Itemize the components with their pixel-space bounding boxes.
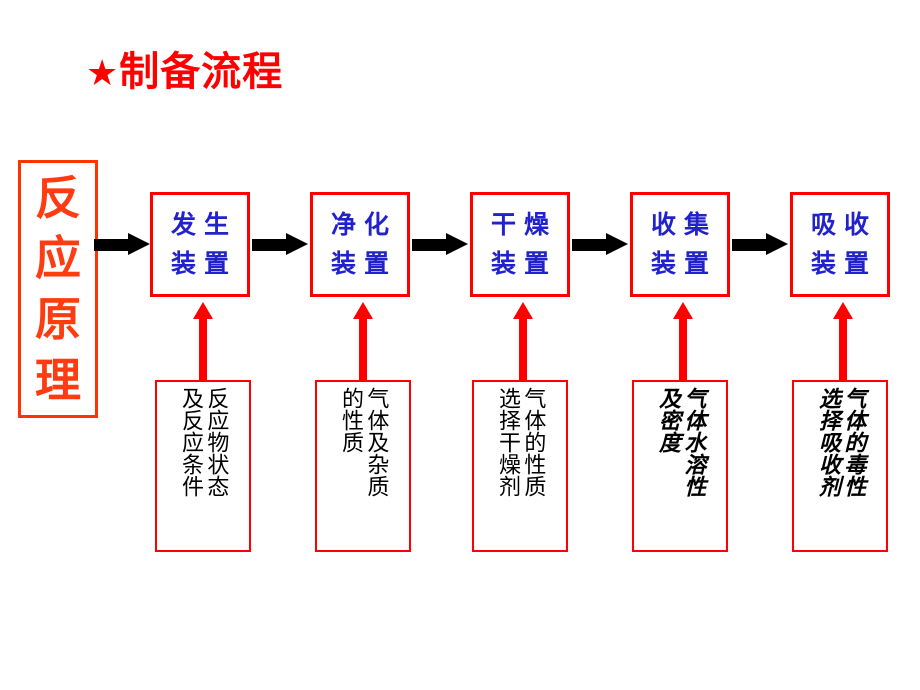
arrow-shaft <box>199 316 207 380</box>
note-box-purification[interactable]: 气体及杂质 的性质 <box>315 380 411 552</box>
stage-line-1: 吸收 <box>810 209 877 239</box>
stage-line-1: 发生 <box>170 209 237 239</box>
star-icon: ★ <box>86 53 120 94</box>
note-column-left: 及密度 <box>655 387 681 453</box>
stage-box-generation[interactable]: 发生 装置 <box>150 192 250 297</box>
arrow-shaft <box>572 239 610 251</box>
flow-arrow-4 <box>572 233 628 255</box>
arrow-head-icon <box>353 302 373 319</box>
arrow-head-icon <box>833 302 853 319</box>
note-arrow-1 <box>191 302 215 380</box>
note-column-right: 气体的性质 <box>520 387 546 497</box>
reaction-principle-label: 反 应 原 理 <box>35 170 81 407</box>
arrow-shaft <box>252 239 290 251</box>
arrow-shaft <box>679 316 687 380</box>
stage-line-2: 装置 <box>170 248 237 278</box>
stage-line-2: 装置 <box>330 248 397 278</box>
arrow-head-icon <box>128 233 150 255</box>
page-title: ★制备流程 <box>86 52 283 92</box>
note-column-right: 反应物状态 <box>203 387 229 497</box>
page-title-text: 制备流程 <box>119 49 284 95</box>
flow-arrow-5 <box>732 233 788 255</box>
stage-line-2: 装置 <box>650 248 717 278</box>
note-box-absorption[interactable]: 气体的毒性 选择吸收剂 <box>792 380 888 552</box>
stage-box-purification[interactable]: 净化 装置 <box>310 192 410 297</box>
arrow-head-icon <box>446 233 468 255</box>
note-column-right: 气体的毒性 <box>840 387 867 497</box>
stage-box-drying[interactable]: 干燥 装置 <box>470 192 570 297</box>
flow-arrow-3 <box>412 233 468 255</box>
note-box-collection[interactable]: 气体水溶性 及密度 <box>632 380 728 552</box>
note-column-right: 气体水溶性 <box>680 387 707 497</box>
reaction-principle-box[interactable]: 反 应 原 理 <box>18 160 98 418</box>
note-column-left: 选择吸收剂 <box>815 387 841 497</box>
arrow-head-icon <box>193 302 213 319</box>
stage-line-1: 净化 <box>330 209 397 239</box>
note-arrow-3 <box>511 302 535 380</box>
note-box-generation[interactable]: 反应物状态 及反应条件 <box>155 380 251 552</box>
arrow-shaft <box>412 239 450 251</box>
arrow-shaft <box>732 239 770 251</box>
arrow-shaft <box>519 316 527 380</box>
arrow-shaft <box>839 316 847 380</box>
flow-arrow-2 <box>252 233 308 255</box>
note-column-left: 的性质 <box>338 387 363 453</box>
note-arrow-4 <box>671 302 695 380</box>
stage-line-1: 干燥 <box>490 209 557 239</box>
note-column-right: 气体及杂质 <box>363 387 389 497</box>
note-column-left: 及反应条件 <box>178 387 203 497</box>
arrow-shaft <box>94 239 132 251</box>
stage-line-1: 收集 <box>650 209 717 239</box>
stage-line-2: 装置 <box>490 248 557 278</box>
arrow-head-icon <box>606 233 628 255</box>
flow-arrow-1 <box>94 233 150 255</box>
arrow-shaft <box>359 316 367 380</box>
stage-box-absorption[interactable]: 吸收 装置 <box>790 192 890 297</box>
stage-line-2: 装置 <box>810 248 877 278</box>
note-column-left: 选择干燥剂 <box>495 387 520 497</box>
arrow-head-icon <box>766 233 788 255</box>
note-arrow-5 <box>831 302 855 380</box>
arrow-head-icon <box>673 302 693 319</box>
note-arrow-2 <box>351 302 375 380</box>
arrow-head-icon <box>286 233 308 255</box>
arrow-head-icon <box>513 302 533 319</box>
note-box-drying[interactable]: 气体的性质 选择干燥剂 <box>472 380 568 552</box>
stage-box-collection[interactable]: 收集 装置 <box>630 192 730 297</box>
